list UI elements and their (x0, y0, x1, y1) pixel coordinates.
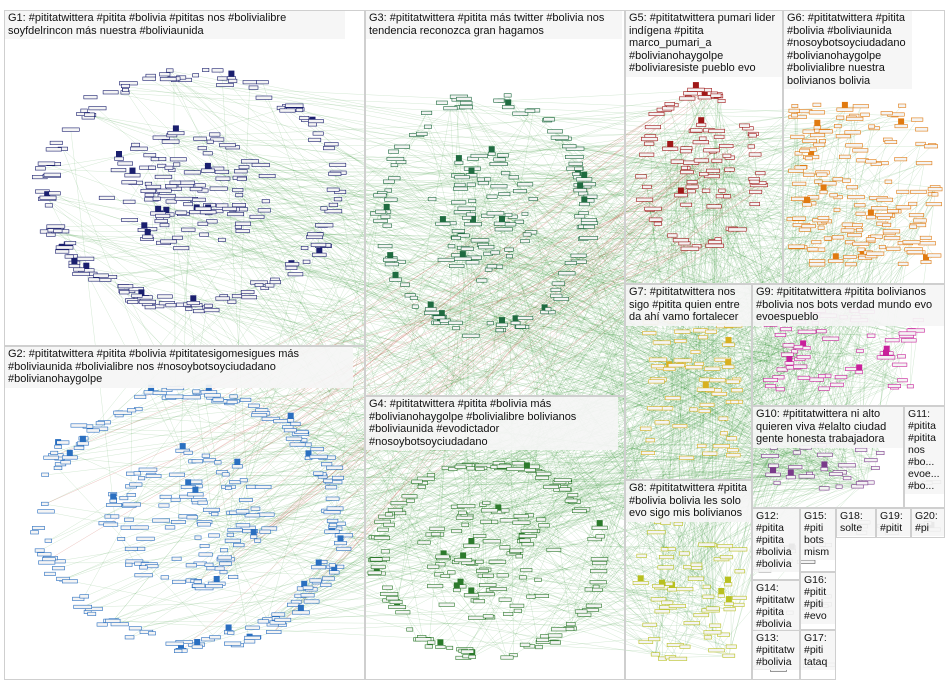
group-label-g5: G5: #pititatwittera pumari lider indígen… (626, 11, 782, 77)
group-label-g17: G17: #piti tataq (801, 631, 835, 670)
group-label-g16: G16: #pitit #piti #evo (801, 573, 835, 624)
group-box-g6: G6: #pititatwittera #pitita #bolivia #bo… (783, 10, 945, 284)
group-box-g11: G11: #pitita #pitita nos #bo... evoe... … (904, 406, 945, 508)
group-label-g11: G11: #pitita #pitita nos #bo... evoe... … (905, 407, 944, 494)
group-box-g18: G18: solte (836, 508, 876, 538)
group-box-g8: G8: #pititatwittera #pitita #bolivia bol… (625, 480, 752, 680)
group-label-g10: G10: #pititatwittera ni alto quieren viv… (753, 407, 903, 448)
group-label-g3: G3: #pititatwittera #pitita más twitter … (366, 11, 622, 39)
group-box-g20: G20: #pi (911, 508, 945, 538)
group-label-g8: G8: #pititatwittera #pitita #bolivia bol… (626, 481, 751, 522)
group-label-g12: G12: #pitita #pitita #bolivia #bolivia (753, 509, 799, 572)
group-box-g9: G9: #pititatwittera #pitita bolivianos #… (752, 284, 945, 406)
group-label-g6: G6: #pititatwittera #pitita #bolivia #bo… (784, 11, 912, 89)
group-box-g2: G2: #pititatwittera #pitita #bolivia #pi… (4, 346, 365, 680)
group-label-g13: G13: #pititatw #bolivia (753, 631, 799, 670)
group-box-g16: G16: #pitit #piti #evo (800, 572, 836, 630)
group-label-g2: G2: #pititatwittera #pitita #bolivia #pi… (5, 347, 353, 388)
group-label-g19: G19: #pitit (877, 509, 910, 536)
group-box-g4: G4: #pititatwittera #pitita #bolivia más… (365, 396, 625, 680)
group-label-g14: G14: #pititatw #pitita #bolivia (753, 581, 799, 632)
group-box-g5: G5: #pititatwittera pumari lider indígen… (625, 10, 783, 284)
group-label-g15: G15: #piti bots mism (801, 509, 835, 560)
group-box-g19: G19: #pitit (876, 508, 911, 538)
group-box-g7: G7: #pititatwittera nos sigo #pitita qui… (625, 284, 752, 480)
group-label-g18: G18: solte (837, 509, 875, 536)
group-label-g9: G9: #pititatwittera #pitita bolivianos #… (753, 285, 944, 326)
group-box-g12: G12: #pitita #pitita #bolivia #bolivia (752, 508, 800, 580)
group-box-g13: G13: #pititatw #bolivia (752, 630, 800, 680)
group-box-g14: G14: #pititatw #pitita #bolivia (752, 580, 800, 630)
group-label-g4: G4: #pititatwittera #pitita #bolivia más… (366, 397, 618, 450)
group-label-g20: G20: #pi (912, 509, 944, 536)
group-box-g15: G15: #piti bots mism (800, 508, 836, 572)
group-box-g1: G1: #pititatwittera #pitita #bolivia #pi… (4, 10, 365, 346)
group-label-g7: G7: #pititatwittera nos sigo #pitita qui… (626, 285, 751, 326)
group-label-g1: G1: #pititatwittera #pitita #bolivia #pi… (5, 11, 345, 39)
group-box-g10: G10: #pititatwittera ni alto quieren viv… (752, 406, 904, 508)
group-box-g3: G3: #pititatwittera #pitita más twitter … (365, 10, 625, 396)
group-box-g17: G17: #piti tataq (800, 630, 836, 680)
